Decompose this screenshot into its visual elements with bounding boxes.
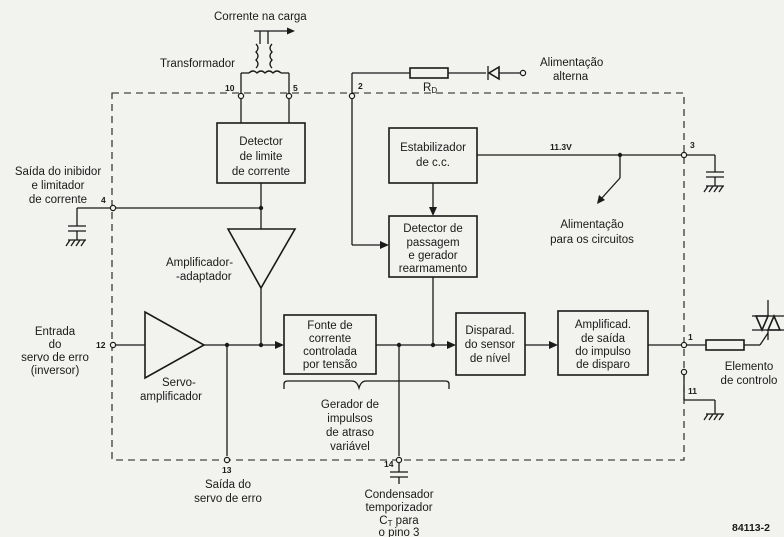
resistor-output xyxy=(705,339,745,351)
pin-10-label: 10 xyxy=(225,83,235,93)
pin-5-terminal xyxy=(285,92,293,100)
transformer-icon xyxy=(240,31,290,95)
amplificad-label-1: Amplificad. xyxy=(575,319,631,331)
disparad-label-2: do sensor xyxy=(465,339,516,351)
amplificad-label-2: de saída xyxy=(581,333,626,345)
amplificad-saida-block xyxy=(557,310,649,376)
pin-3-label: 3 xyxy=(690,140,695,150)
estabilizador-label-2: de c.c. xyxy=(416,157,450,169)
amplificador-adaptador-triangle xyxy=(226,228,297,290)
detector-block-label-2: de limite xyxy=(240,151,283,163)
diode-icon xyxy=(487,65,500,81)
pin-4-label: 4 xyxy=(101,195,106,205)
passagem-label-3: e gerador xyxy=(408,250,457,262)
capacitor-pin4-icon xyxy=(68,208,86,240)
triac-icon xyxy=(752,300,784,340)
ground-pin11-icon xyxy=(703,413,724,421)
estabilizador-label-1: Estabilizador xyxy=(400,142,466,154)
label-gerador-3: de atraso xyxy=(326,427,374,439)
disparad-sensor-block xyxy=(455,312,526,376)
pin-3-terminal xyxy=(680,151,688,159)
label-saida-inibidor-3: de corrente xyxy=(29,194,87,206)
pin-13-terminal xyxy=(223,456,231,464)
label-corrente-carga: Corrente na carga xyxy=(214,11,307,23)
pin-13-label: 13 xyxy=(222,465,232,475)
pin-14-terminal xyxy=(395,456,403,464)
ground-pin4-icon xyxy=(65,239,86,247)
fonte-label-3: controlada xyxy=(303,346,357,358)
capacitor-ct-icon xyxy=(390,471,408,484)
servo-amplificador-triangle xyxy=(144,310,206,380)
amplificad-label-4: de disparo xyxy=(576,359,630,371)
capacitor-pin3-icon xyxy=(706,155,724,186)
label-entrada-2: do xyxy=(49,339,62,351)
label-condensador-4: o pino 3 xyxy=(379,527,420,537)
pin-14-label: 14 xyxy=(384,459,394,469)
label-saida-inibidor-1: Saída do inibidor xyxy=(15,166,101,178)
estabilizador-cc-block xyxy=(388,127,478,184)
label-amplificador-adaptador-2: -adaptador xyxy=(176,271,232,283)
label-alimentacao-alterna-1: Alimentação xyxy=(540,57,603,69)
gerador-brace xyxy=(283,380,450,391)
label-rd: RD xyxy=(423,82,437,95)
label-condensador-1: Condensador xyxy=(364,489,433,501)
pin-11-terminal xyxy=(680,368,688,376)
disparad-label-1: Disparad. xyxy=(465,325,514,337)
resistor-rd xyxy=(409,67,449,79)
detector-block-label-3: de corrente xyxy=(232,166,290,178)
label-alimentacao-circuitos-2: para os circuitos xyxy=(550,234,634,246)
label-alimentacao-alterna-2: alterna xyxy=(553,71,589,83)
pin-11-label: 11 xyxy=(688,386,697,396)
label-entrada-1: Entrada xyxy=(35,326,76,338)
pin-2-label: 2 xyxy=(358,81,363,91)
alimentacao-arrow-icon xyxy=(597,155,621,204)
label-saida-servo-2: servo de erro xyxy=(194,493,262,505)
figure-id: 84113-2 xyxy=(732,522,770,534)
pin-10-terminal xyxy=(237,92,245,100)
ground-pin3-icon xyxy=(703,185,724,193)
label-saida-servo-1: Saída do xyxy=(205,479,251,491)
label-entrada-4: (inversor) xyxy=(31,365,80,377)
label-servo-amp-2: amplificador xyxy=(140,391,202,403)
disparad-label-3: de nível xyxy=(470,353,510,365)
passagem-label-2: passagem xyxy=(406,237,459,249)
label-condensador-3: CT para xyxy=(379,515,419,528)
pin-4-terminal xyxy=(109,204,117,212)
pin-1-terminal xyxy=(680,341,688,349)
label-gerador-4: variável xyxy=(330,441,370,453)
amplificad-label-3: do impulso xyxy=(575,346,631,358)
fonte-label-1: Fonte de xyxy=(307,320,352,332)
label-gerador-1: Gerador de xyxy=(321,399,379,411)
label-elemento-2: de controlo xyxy=(721,375,778,387)
label-condensador-2: temporizador xyxy=(365,502,432,514)
label-entrada-3: servo de erro xyxy=(21,352,89,364)
passagem-label-4: rearmamento xyxy=(399,263,467,275)
pin-1-label: 1 xyxy=(688,332,693,342)
passagem-label-1: Detector de xyxy=(403,223,462,235)
label-amplificador-adaptador-1: Amplificador- xyxy=(166,257,233,269)
label-gerador-2: impulsos xyxy=(327,413,373,425)
detector-block-label-1: Detector xyxy=(239,136,283,148)
pin-12-terminal xyxy=(109,341,117,349)
pin-12-label: 12 xyxy=(96,340,106,350)
fonte-label-4: por tensão xyxy=(303,359,357,371)
pin-2-terminal xyxy=(348,92,356,100)
label-11-3v: 11.3V xyxy=(550,142,572,152)
label-transformador: Transformador xyxy=(160,58,235,70)
fonte-label-2: corrente xyxy=(309,333,351,345)
alimentacao-alterna-terminal xyxy=(519,69,527,77)
pin-5-label: 5 xyxy=(293,83,298,93)
label-saida-inibidor-2: e limitador xyxy=(31,180,84,192)
label-alimentacao-circuitos-1: Alimentação xyxy=(560,219,623,231)
label-elemento-1: Elemento xyxy=(725,361,774,373)
label-servo-amp-1: Servo- xyxy=(162,377,196,389)
